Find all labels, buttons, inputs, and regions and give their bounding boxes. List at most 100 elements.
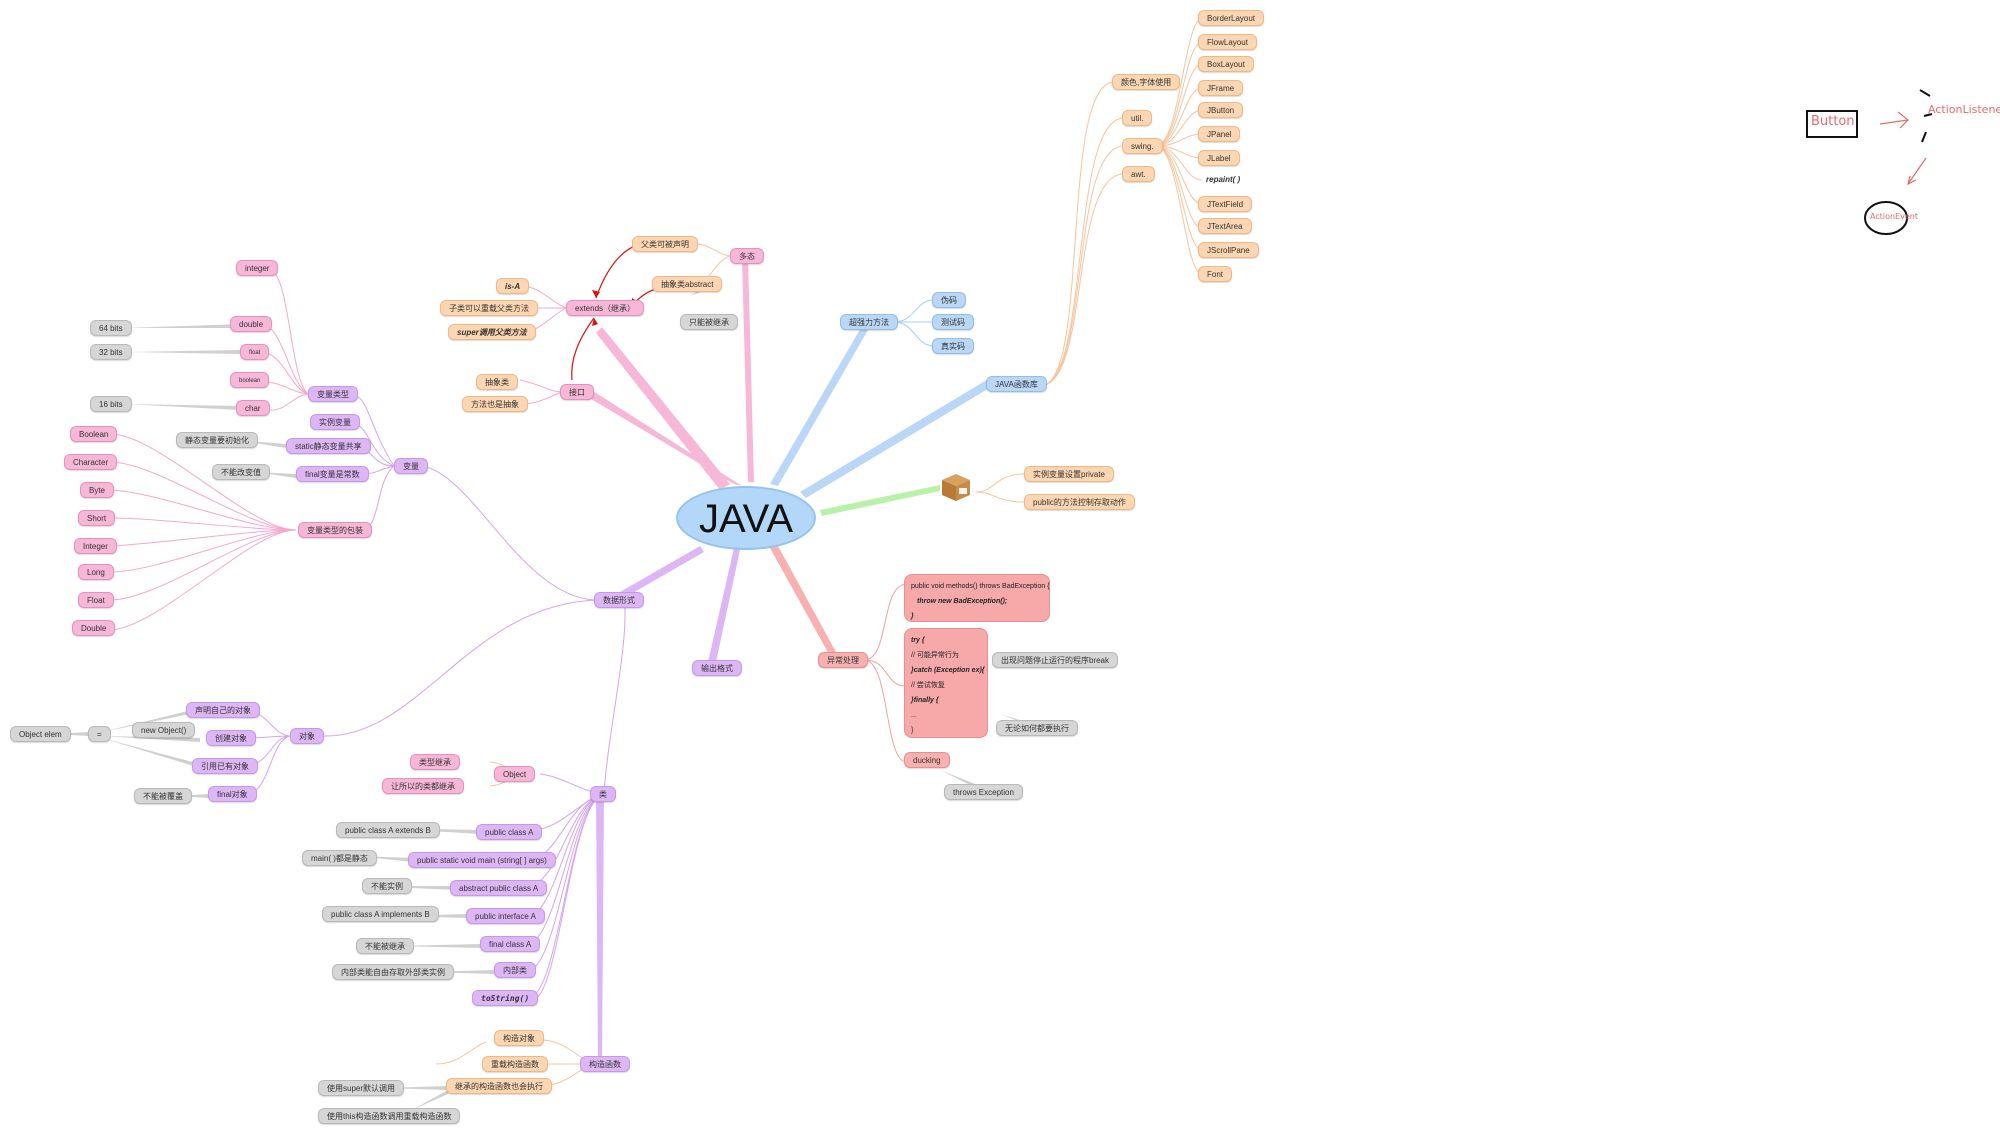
node-constructor[interactable]: 构造函数 bbox=[580, 1056, 630, 1072]
node-final-const[interactable]: final变量是常数 bbox=[296, 466, 369, 482]
node-inner-class-note[interactable]: 内部类能自由存取外部类实例 bbox=[332, 964, 454, 980]
node-16-bits[interactable]: 16 bits bbox=[90, 396, 132, 412]
node-cannot-change[interactable]: 不能改变值 bbox=[212, 464, 270, 480]
node-extends-b[interactable]: public class A extends B bbox=[336, 822, 440, 838]
node-boolean-type[interactable]: boolean bbox=[230, 372, 270, 388]
node-swing[interactable]: swing. bbox=[1122, 138, 1163, 154]
node-test-code[interactable]: 测试码 bbox=[932, 314, 974, 330]
node-data-form[interactable]: 数据形式 bbox=[594, 592, 644, 608]
lib-borderlayout[interactable]: BorderLayout bbox=[1198, 10, 1265, 26]
node-color-font[interactable]: 颜色,字体使用 bbox=[1112, 74, 1181, 90]
node-inner-class[interactable]: 内部类 bbox=[494, 962, 536, 978]
node-ducking[interactable]: ducking bbox=[904, 752, 950, 768]
node-reference[interactable]: 引用已有对象 bbox=[192, 758, 258, 774]
node-equals[interactable]: = bbox=[88, 726, 111, 742]
node-cannot-inherit[interactable]: 不能被继承 bbox=[356, 938, 414, 954]
node-super-default[interactable]: 使用super默认调用 bbox=[318, 1080, 405, 1096]
node-this-call[interactable]: 使用this构造函数调用重载构造函数 bbox=[318, 1108, 461, 1124]
wrapper-long[interactable]: Long bbox=[78, 564, 114, 580]
node-abstract-public[interactable]: abstract public class A bbox=[450, 880, 548, 896]
lib-boxlayout[interactable]: BoxLayout bbox=[1198, 56, 1254, 72]
node-robust-method[interactable]: 超强力方法 bbox=[840, 314, 898, 330]
node-32-bits[interactable]: 32 bits bbox=[90, 344, 132, 360]
node-extends[interactable]: extends（继承） bbox=[566, 300, 645, 316]
node-class-inherit[interactable]: 类型继承 bbox=[410, 754, 460, 770]
node-real-code[interactable]: 真实码 bbox=[932, 338, 974, 354]
wrapper-byte[interactable]: Byte bbox=[80, 482, 115, 498]
wrapper-integer[interactable]: Integer bbox=[74, 538, 117, 554]
node-static-shared[interactable]: static静态变量共享 bbox=[286, 438, 371, 454]
node-cannot-instantiate[interactable]: 不能实例 bbox=[362, 878, 412, 894]
node-output-format[interactable]: 输出格式 bbox=[692, 660, 742, 676]
wrapper-character[interactable]: Character bbox=[64, 454, 118, 470]
node-only-inherit[interactable]: 只能被继承 bbox=[680, 314, 738, 330]
code-throws-block[interactable]: public void methods() throws BadExceptio… bbox=[904, 574, 1050, 622]
lib-jpanel[interactable]: JPanel bbox=[1198, 126, 1241, 142]
wrapper-boolean[interactable]: Boolean bbox=[70, 426, 118, 442]
wrapper-float[interactable]: Float bbox=[78, 592, 114, 608]
node-awt[interactable]: awt. bbox=[1122, 166, 1155, 182]
node-interface[interactable]: 接口 bbox=[560, 384, 594, 400]
root-node-java[interactable]: JAVA bbox=[676, 486, 816, 550]
lib-font[interactable]: Font bbox=[1198, 266, 1233, 282]
node-class[interactable]: 类 bbox=[590, 786, 616, 802]
node-fake-code[interactable]: 伪码 bbox=[932, 292, 966, 308]
node-var-type[interactable]: 变量类型 bbox=[308, 386, 358, 402]
node-variable[interactable]: 变量 bbox=[394, 458, 428, 474]
node-cannot-cover[interactable]: 不能被覆盖 bbox=[134, 788, 192, 804]
node-util[interactable]: util. bbox=[1122, 110, 1153, 126]
node-all-inherit[interactable]: 让所以的类都继承 bbox=[382, 778, 464, 794]
node-integer-type[interactable]: integer bbox=[236, 260, 279, 276]
node-exception[interactable]: 异常处理 bbox=[818, 652, 868, 668]
node-java-library[interactable]: JAVA函数库 bbox=[986, 376, 1047, 392]
node-static-init[interactable]: 静态变量要初始化 bbox=[176, 432, 258, 448]
node-char-type[interactable]: char bbox=[236, 400, 270, 416]
lib-jlabel[interactable]: JLabel bbox=[1198, 150, 1240, 166]
lib-jframe[interactable]: JFrame bbox=[1198, 80, 1244, 96]
node-instance-var[interactable]: 实例变量 bbox=[310, 414, 360, 430]
node-polymorphism[interactable]: 多态 bbox=[730, 248, 764, 264]
lib-jtextarea[interactable]: JTextArea bbox=[1198, 218, 1252, 234]
wrapper-double[interactable]: Double bbox=[72, 620, 116, 636]
node-public-interface[interactable]: public interface A bbox=[466, 908, 545, 924]
node-super-call[interactable]: super调用父类方法 bbox=[448, 324, 536, 340]
node-abstract-class[interactable]: 抽象类abstract bbox=[652, 276, 723, 292]
node-object-elem[interactable]: Object elem bbox=[10, 726, 71, 742]
code-try-block[interactable]: try { // 可能异常行为 }catch (Exception ex){ /… bbox=[904, 628, 988, 738]
node-throws-exception[interactable]: throws Exception bbox=[944, 784, 1023, 800]
node-tostring[interactable]: toString() bbox=[472, 990, 539, 1006]
lib-flowlayout[interactable]: FlowLayout bbox=[1198, 34, 1257, 50]
node-override[interactable]: 子类可以重载父类方法 bbox=[440, 300, 538, 316]
node-inherit-exec[interactable]: 继承的构造函数也会执行 bbox=[446, 1078, 552, 1094]
node-always-exec[interactable]: 无论如何都要执行 bbox=[996, 720, 1078, 736]
node-wrapper[interactable]: 变量类型的包装 bbox=[298, 522, 372, 538]
node-public-method[interactable]: public的方法控制存取动作 bbox=[1024, 494, 1135, 510]
node-abstract-kind[interactable]: 抽象类 bbox=[476, 374, 518, 390]
node-final-class[interactable]: final class A bbox=[480, 936, 541, 952]
node-final-object[interactable]: final对象 bbox=[208, 786, 257, 802]
node-create-object[interactable]: 创建对象 bbox=[206, 730, 256, 746]
node-Object[interactable]: Object bbox=[494, 766, 536, 782]
node-main-static[interactable]: main( )都是静态 bbox=[302, 850, 377, 866]
lib-jbutton[interactable]: JButton bbox=[1198, 102, 1244, 118]
node-is-a[interactable]: is-A bbox=[496, 278, 530, 294]
node-parent-declare[interactable]: 父类可被声明 bbox=[632, 236, 698, 252]
lib-jscrollpane[interactable]: JScrollPane bbox=[1198, 242, 1259, 258]
node-implements-b[interactable]: public class A implements B bbox=[322, 906, 439, 922]
node-declare-own[interactable]: 声明自己的对象 bbox=[186, 702, 260, 718]
wrapper-short[interactable]: Short bbox=[78, 510, 116, 526]
node-public-class-a[interactable]: public class A bbox=[476, 824, 543, 840]
node-new-object[interactable]: new Object() bbox=[132, 722, 196, 738]
node-construct-object[interactable]: 构造对象 bbox=[494, 1030, 544, 1046]
node-64-bits[interactable]: 64 bits bbox=[90, 320, 132, 336]
node-object[interactable]: 对象 bbox=[290, 728, 324, 744]
node-break-note[interactable]: 出现问题停止运行的程序break bbox=[992, 652, 1119, 668]
node-float-type[interactable]: float bbox=[240, 344, 270, 360]
node-methods-abstract[interactable]: 方法也是抽象 bbox=[462, 396, 528, 412]
lib-jtextfield[interactable]: JTextField bbox=[1198, 196, 1253, 212]
node-double-type[interactable]: double bbox=[230, 316, 273, 332]
node-private-var[interactable]: 实例变量设置private bbox=[1024, 466, 1115, 482]
node-overload-constructor[interactable]: 重载构造函数 bbox=[482, 1056, 548, 1072]
node-main-sig[interactable]: public static void main (string[ ] args) bbox=[408, 852, 556, 868]
lib-repaint[interactable]: repaint( ) bbox=[1206, 175, 1241, 184]
